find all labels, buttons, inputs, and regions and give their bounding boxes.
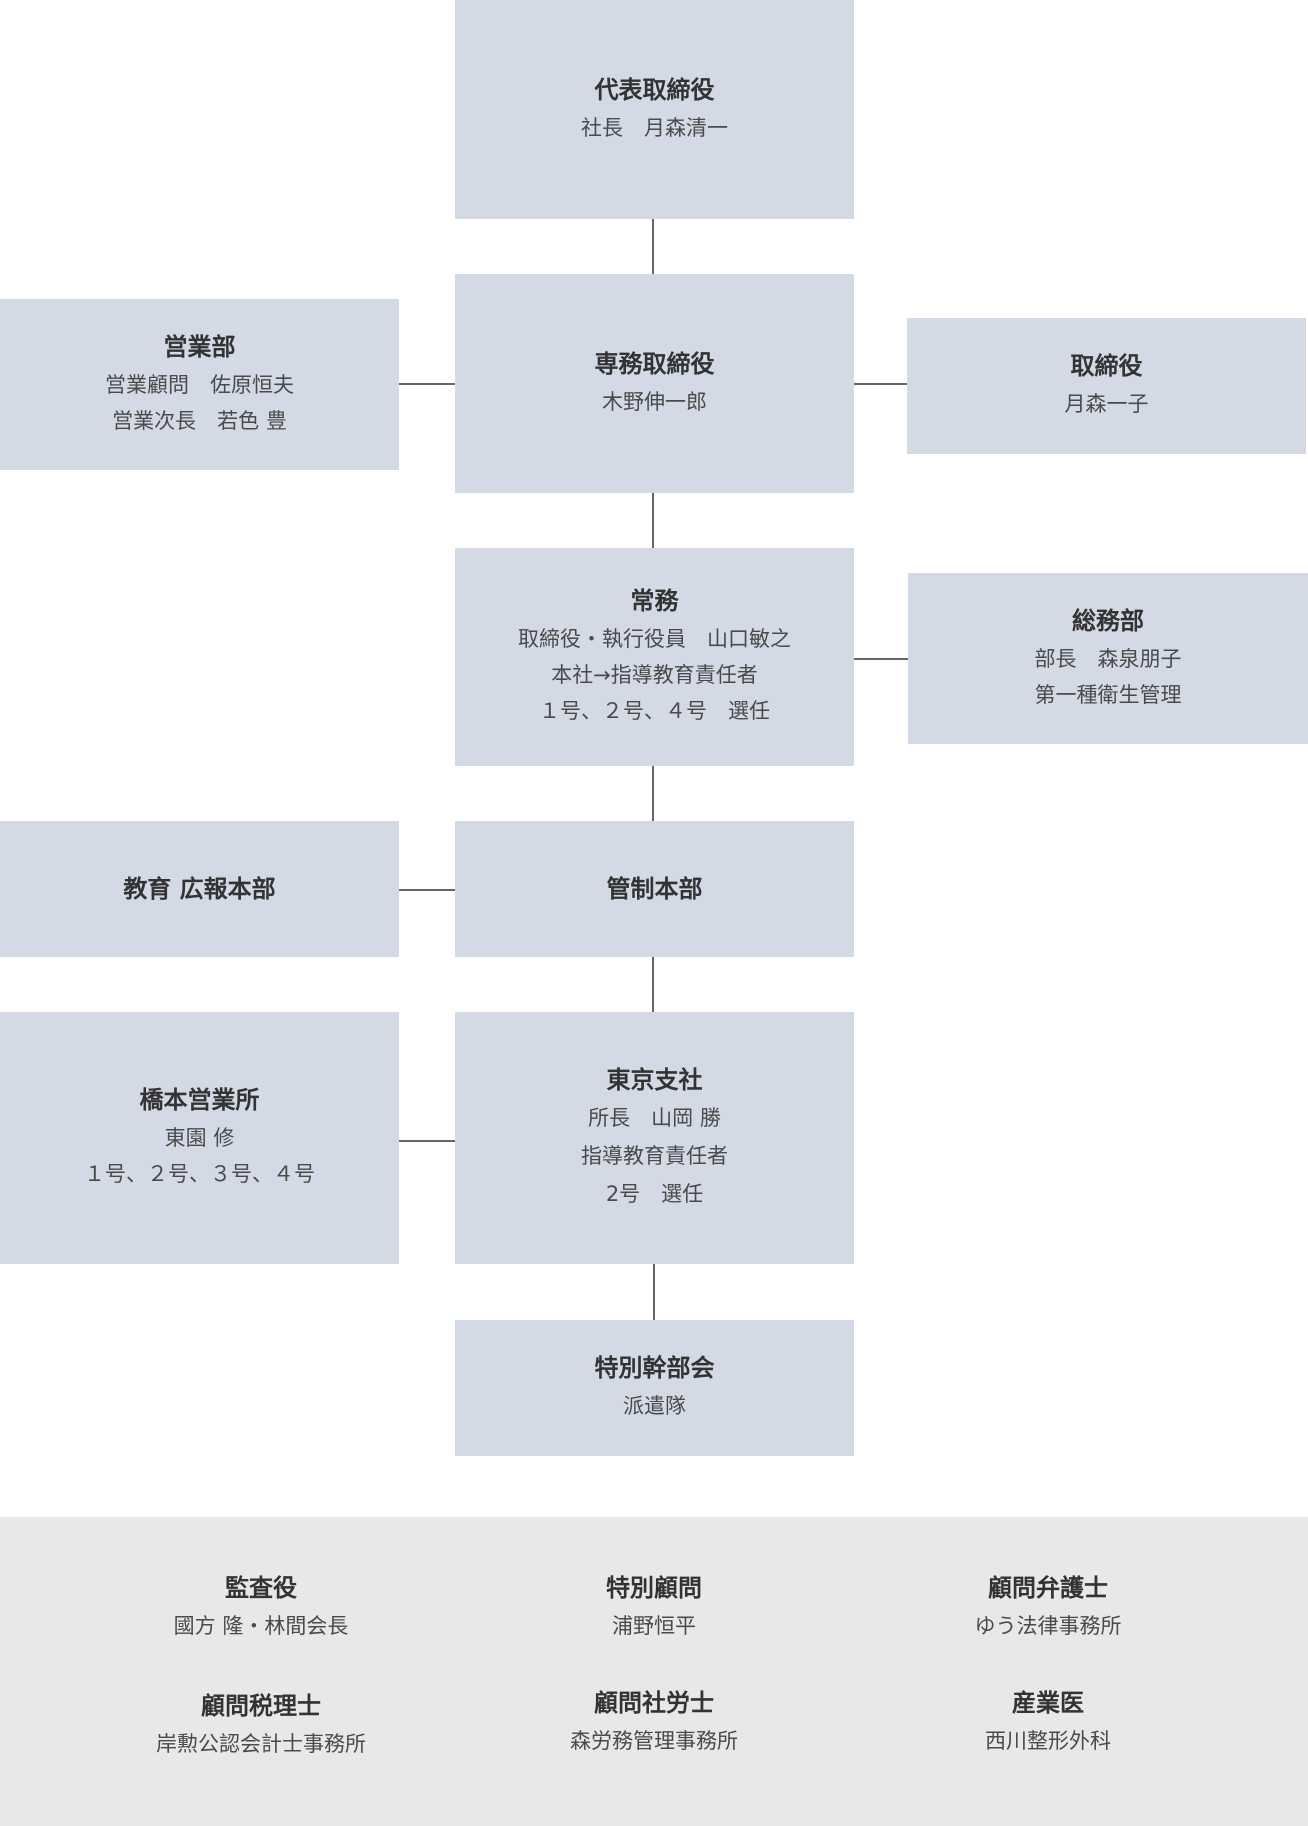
advisor-labor-consultant: 顧問社労士 森労務管理事務所 (464, 1687, 844, 1759)
connector-sales-senior (399, 383, 455, 385)
box-line: 月森一子 (1064, 392, 1149, 416)
box-senior-director: 専務取締役 木野伸一郎 (455, 274, 854, 493)
box-title: 専務取締役 (594, 349, 715, 378)
box-line: 所長 山岡 勝 (588, 1106, 721, 1130)
box-title: 橋本営業所 (139, 1086, 260, 1114)
box-line: 派遣隊 (623, 1394, 686, 1418)
advisor-line: ゆう法律事務所 (974, 1614, 1122, 1638)
box-line: 指導教育責任者 (581, 1144, 728, 1168)
advisor-line: 森労務管理事務所 (570, 1729, 738, 1753)
box-line: 東園 修 (164, 1126, 235, 1150)
box-line: 営業顧問 佐原恒夫 (105, 372, 294, 397)
connector-education-control (399, 889, 455, 891)
advisors-panel: 監査役 國方 隆・林間会長 特別顧問 浦野恒平 顧問弁護士 ゆう法律事務所 顧問… (0, 1517, 1308, 1826)
advisor-special-advisor: 特別顧問 浦野恒平 (464, 1572, 844, 1644)
box-title: 東京支社 (606, 1066, 703, 1094)
box-line: 本社→指導教育責任者 (551, 663, 758, 687)
advisor-lawyer: 顧問弁護士 ゆう法律事務所 (858, 1572, 1238, 1644)
connector-hashimoto-tokyo (399, 1140, 455, 1142)
box-line: 取締役・執行役員 山口敏之 (518, 627, 791, 651)
connector-senior-managing (652, 493, 654, 548)
connector-control-tokyo (652, 957, 654, 1012)
box-line: 木野伸一郎 (602, 389, 707, 414)
box-ceo: 代表取締役 社長 月森清一 (455, 0, 854, 219)
advisor-line: 岸勲公認会計士事務所 (156, 1732, 366, 1756)
box-line: 第一種衛生管理 (1034, 682, 1182, 707)
box-title: 総務部 (1072, 606, 1144, 635)
advisor-title: 産業医 (1012, 1689, 1084, 1717)
box-managing: 常務 取締役・執行役員 山口敏之 本社→指導教育責任者 １号、２号、４号 選任 (455, 548, 854, 766)
box-title: 教育 広報本部 (123, 875, 276, 903)
advisor-title: 顧問社労士 (594, 1689, 714, 1717)
box-line: 社長 月森清一 (581, 115, 728, 140)
advisor-title: 監査役 (225, 1574, 297, 1602)
box-special-exec: 特別幹部会 派遣隊 (455, 1320, 854, 1456)
advisor-industrial-physician: 産業医 西川整形外科 (858, 1687, 1238, 1759)
connector-managing-control (652, 766, 654, 821)
advisor-line: 浦野恒平 (612, 1614, 696, 1638)
box-control-hq: 管制本部 (455, 821, 854, 957)
advisor-title: 特別顧問 (606, 1574, 702, 1602)
box-hashimoto: 橋本営業所 東園 修 １号、２号、３号、４号 (0, 1012, 399, 1264)
box-line: １号、２号、４号 選任 (539, 699, 770, 723)
connector-ceo-senior (652, 219, 654, 274)
connector-senior-director (853, 383, 907, 385)
advisor-tax-accountant: 顧問税理士 岸勲公認会計士事務所 (71, 1690, 451, 1762)
connector-tokyo-special (653, 1264, 655, 1320)
box-line: 営業次長 若色 豊 (112, 408, 287, 433)
box-title: 代表取締役 (594, 75, 715, 104)
box-tokyo-branch: 東京支社 所長 山岡 勝 指導教育責任者 2号 選任 (455, 1012, 854, 1264)
advisor-title: 顧問税理士 (201, 1692, 321, 1720)
box-education-pr: 教育 広報本部 (0, 821, 399, 957)
box-title: 特別幹部会 (594, 1354, 715, 1382)
box-title: 管制本部 (606, 875, 703, 903)
box-line: １号、２号、３号、４号 (84, 1162, 315, 1186)
advisor-line: 西川整形外科 (985, 1729, 1111, 1753)
box-general-affairs: 総務部 部長 森泉朋子 第一種衛生管理 (908, 573, 1308, 744)
advisor-line: 國方 隆・林間会長 (173, 1614, 349, 1638)
box-title: 営業部 (163, 332, 236, 361)
box-line: 部長 森泉朋子 (1034, 646, 1182, 671)
advisor-title: 顧問弁護士 (988, 1574, 1108, 1602)
connector-managing-general (853, 658, 908, 660)
box-title: 取締役 (1070, 352, 1143, 380)
advisor-auditor: 監査役 國方 隆・林間会長 (71, 1572, 451, 1644)
box-title: 常務 (630, 587, 679, 615)
box-sales: 営業部 営業顧問 佐原恒夫 営業次長 若色 豊 (0, 299, 399, 470)
box-director: 取締役 月森一子 (907, 318, 1306, 454)
box-line: 2号 選任 (605, 1182, 704, 1206)
